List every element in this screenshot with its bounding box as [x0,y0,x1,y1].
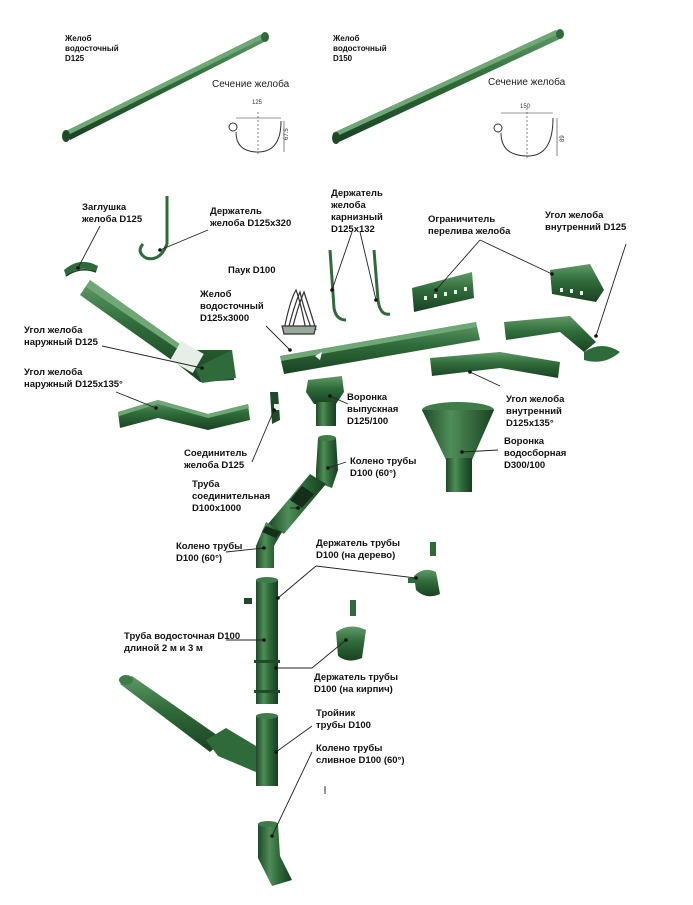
label-gutter-d125: Желоб водосточный D125 [65,34,119,63]
connecting-pipe-part [268,474,326,534]
leader-connector [251,409,275,463]
label-section-d150: Сечение желоба [488,77,566,88]
dim-150-height: 89 [560,135,566,142]
gutter-outer-corner-part [80,280,236,383]
leader-holder-cornice-1 [331,231,353,291]
label-holder-wood: Держатель трубы D100 (на дерево) [316,538,401,561]
leader-holder-wood-2 [315,565,417,579]
holder-long-part [138,196,169,261]
leader-holder-long [159,229,209,251]
leader-cap [77,225,101,269]
label-overflow-limiter: Ограничитель перелива желоба [428,214,511,237]
label-collector-funnel: Воронка водосборная D300/100 [504,436,567,471]
drain-elbow-part [258,821,292,886]
label-spider: Паук D100 [228,265,276,276]
label-elbow-upper: Колено трубы D100 (60°) [350,456,417,479]
label-drain-elbow: Колено трубы сливное D100 (60°) [316,743,405,766]
label-tee: Тройник трубы D100 [316,708,371,731]
downpipe-part [244,577,280,704]
connector-part [270,392,280,424]
gutter-d125-part [62,32,269,142]
inner-corner-135-part [430,352,560,378]
tee-part [119,675,278,786]
gutter-3000-part [280,322,480,374]
leader-overflow-2 [479,239,553,275]
leader-inner-corner [595,243,627,337]
leader-gutter-3000 [265,325,291,351]
leader-overflow [435,239,481,291]
section-d150-drawing [493,108,558,160]
leader-outlet-funnel [329,395,349,405]
collector-funnel-part [422,402,494,492]
leader-elbow-upper [327,461,347,469]
cornice-holder-part [328,249,391,322]
label-elbow-lower: Колено трубы D100 (60°) [176,541,243,564]
label-connecting-pipe: Труба соединительная D100x1000 [192,479,271,514]
leader-holder-wood [277,565,317,599]
dim-150-width: 150 [520,104,531,110]
label-outlet-funnel: Воронка выпускная D125/100 [347,392,399,427]
leader-holder-cornice-2 [359,231,377,301]
label-outer-corner-135: Угол желоба наружный D125x135° [24,367,123,390]
leader-outer-corner [101,345,203,369]
leader-lines [77,225,627,837]
holder-brick-part [336,600,366,661]
cap-part [64,261,98,277]
leader-outer-corner-135 [115,391,157,409]
leader-dots [76,248,598,838]
label-connector: Соединитель желоба D125 [184,448,248,471]
overflow-limiter-part [412,272,474,312]
label-downpipe: Труба водосточная D100 длиной 2 м и 3 м [124,631,241,654]
leader-tee [275,725,313,753]
label-cap: Заглушка желоба D125 [82,202,143,225]
outer-corner-135-part [118,400,250,430]
leader-elbow-lower [225,547,265,553]
elbow-upper-part [316,435,338,488]
inner-corner-right-part [504,316,620,362]
gutter-d150-part [332,29,564,144]
label-holder-cornice: Держатель желоба карнизный D125x132 [331,188,383,235]
elbow-lower-part [256,522,282,568]
label-inner-corner-135: Угол желоба внутренний D125x135° [506,394,565,429]
section-d125-drawing [228,112,285,155]
outlet-funnel-part [306,376,344,426]
dim-125-height: 67.5 [284,128,290,140]
inner-corner-part [550,264,604,302]
label-gutter-d150: Желоб водосточный D150 [333,34,387,63]
spider-part [281,288,317,335]
dim-125-width: 125 [252,100,263,106]
label-inner-corner: Угол желоба внутренний D125 [545,210,627,233]
leader-drain-elbow [271,751,313,837]
holder-wood-part [408,542,440,597]
leader-collector-funnel [461,449,499,453]
leader-holder-brick-2 [311,639,347,669]
label-holder-long: Держатель желоба D125x320 [210,206,292,229]
leader-inner-corner-135 [469,371,501,387]
label-holder-brick: Держатель трубы D100 (на кирпич) [314,672,399,695]
label-section-d125: Сечение желоба [212,79,290,90]
label-gutter-3000: Желоб водосточный D125x3000 [200,289,264,324]
label-outer-corner: Угол желоба наружный D125 [24,325,98,348]
